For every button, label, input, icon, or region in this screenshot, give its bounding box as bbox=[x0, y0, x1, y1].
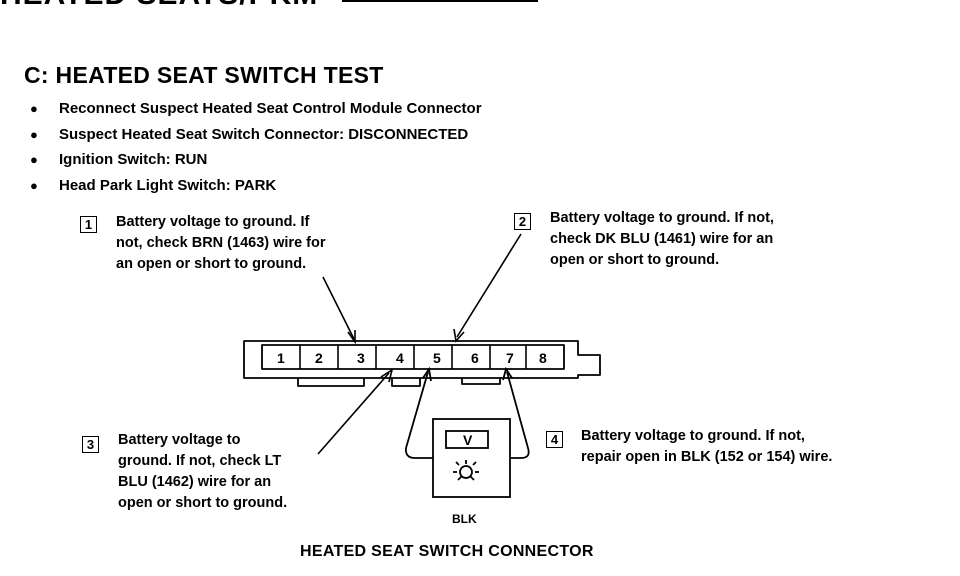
meter-lead-label: BLK bbox=[452, 512, 477, 526]
bullet-icon: ● bbox=[30, 152, 38, 167]
condition-item: ● Suspect Heated Seat Switch Connector: D… bbox=[30, 122, 482, 148]
connector-bottom-tab-center bbox=[391, 378, 421, 387]
header-rule bbox=[342, 0, 538, 2]
pin-4: 4 bbox=[396, 350, 404, 366]
pin-3: 3 bbox=[357, 350, 365, 366]
condition-item: ● Head Park Light Switch: PARK bbox=[30, 173, 482, 199]
condition-text: Ignition Switch: RUN bbox=[59, 151, 208, 168]
section-title: C: HEATED SEAT SWITCH TEST bbox=[24, 62, 384, 88]
conditions-list: ● Reconnect Suspect Heated Seat Control M… bbox=[30, 96, 482, 198]
leader-line-3 bbox=[317, 372, 390, 455]
note-number: 3 bbox=[82, 436, 99, 453]
note-text: Battery voltage to ground. If not, check… bbox=[116, 214, 326, 272]
bullet-icon: ● bbox=[30, 126, 38, 142]
pin-7: 7 bbox=[506, 350, 514, 366]
pin-6: 6 bbox=[471, 350, 479, 366]
lamp-icon bbox=[459, 465, 473, 479]
condition-item: ● Ignition Switch: RUN bbox=[30, 147, 482, 173]
pin-1: 1 bbox=[277, 350, 285, 366]
note-text: Battery voltage to ground. If not, check… bbox=[118, 432, 288, 511]
diagram-caption: HEATED SEAT SWITCH CONNECTOR bbox=[300, 543, 594, 560]
connector-cavity bbox=[261, 344, 565, 370]
pin-5: 5 bbox=[433, 350, 441, 366]
condition-text: Reconnect Suspect Heated Seat Control Mo… bbox=[59, 100, 482, 117]
leader-line-1 bbox=[322, 276, 355, 340]
condition-item: ● Reconnect Suspect Heated Seat Control M… bbox=[30, 96, 482, 122]
condition-text: Suspect Heated Seat Switch Connector: DI… bbox=[59, 125, 469, 143]
note-number: 2 bbox=[514, 213, 531, 230]
condition-text: Head Park Light Switch: PARK bbox=[59, 176, 277, 194]
bullet-icon: ● bbox=[30, 177, 38, 193]
note-number: 1 bbox=[80, 216, 97, 233]
probe-lead-right bbox=[506, 371, 530, 459]
pin-2: 2 bbox=[315, 350, 323, 366]
connector-bottom-tab-right bbox=[461, 378, 501, 385]
note-text: Battery voltage to ground. If not, repai… bbox=[581, 428, 833, 465]
bullet-icon: ● bbox=[30, 101, 38, 116]
leader-line-2 bbox=[456, 233, 522, 338]
pin-8: 8 bbox=[539, 350, 547, 366]
note-text: Battery voltage to ground. If not, check… bbox=[550, 210, 774, 268]
voltmeter-display bbox=[445, 430, 489, 449]
voltmeter-readout: V bbox=[463, 432, 473, 448]
probe-lead-left bbox=[405, 371, 433, 459]
note-number: 4 bbox=[546, 431, 563, 448]
connector-bottom-tab-left bbox=[297, 378, 365, 387]
connector-housing bbox=[243, 340, 601, 379]
